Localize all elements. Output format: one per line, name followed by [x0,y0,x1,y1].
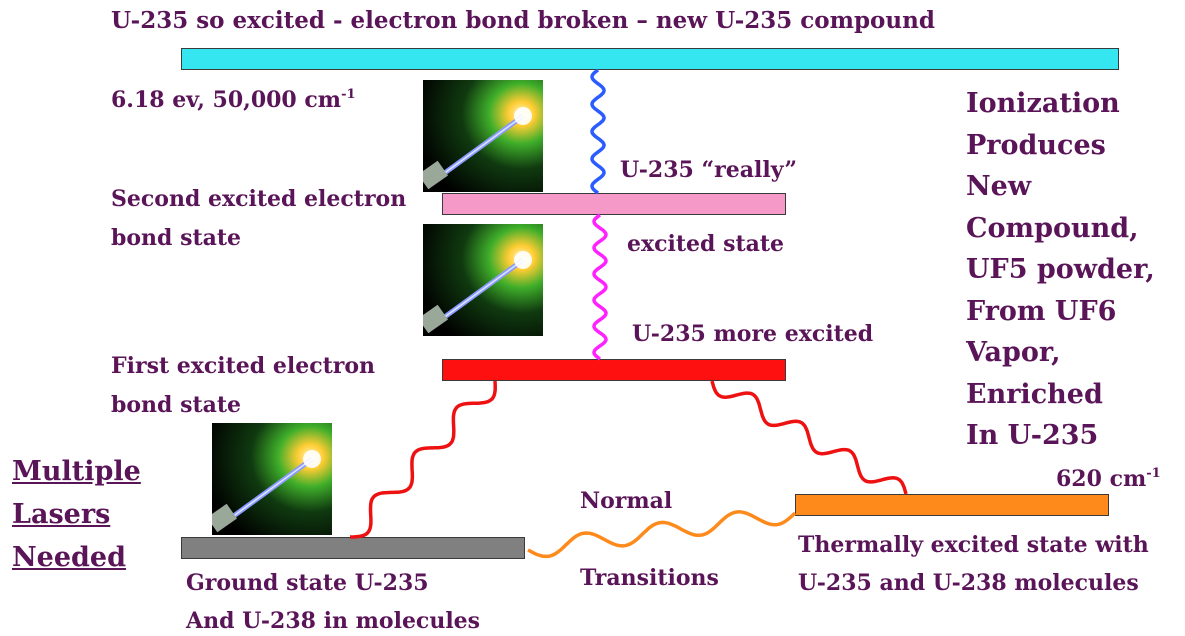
ground-state-label-line2: And U-238 in molecules [186,608,481,634]
ionization-line: Vapor, [966,337,1061,368]
ionization-energy-label: 6.18 ev, 50,000 cm-1 [111,87,356,113]
ionization-line: Produces [966,129,1106,161]
diagram-title: U-235 so excited - electron bond broken … [111,7,935,34]
first-state-label-line2: bond state [111,392,242,418]
first-excited-level-bar [442,359,786,381]
ionization-line: In U-235 [966,420,1099,451]
normal-label: Normal [580,488,673,514]
thermal-energy-value: 620 cm [1056,466,1147,492]
ionization-line: Enriched [966,378,1103,410]
ionization-energy-unit-exponent: -1 [341,87,356,102]
transitions-label: Transitions [580,565,719,591]
thermal-state-label-line1: Thermally excited state with [798,532,1149,558]
thermal-energy-label: 620 cm-1 [1056,466,1161,492]
second-excited-level-bar [442,193,786,215]
really-label: U-235 “really” [620,157,797,183]
magenta-transition-wave [592,213,608,361]
more-excited-label: U-235 more excited [632,321,874,347]
thermal-state-label-line2: U-235 and U-238 molecules [798,570,1139,596]
ionization-line: New [966,171,1032,202]
blue-transition-wave [590,68,606,195]
multiple-lasers-line: Multiple [12,456,141,487]
ionization-line: From UF6 [966,295,1117,327]
red-right-transition-wave [710,380,908,495]
ionization-level-bar [181,48,1119,70]
laser-beam-image [212,423,332,535]
multiple-lasers-note: Multiple Lasers Needed [12,450,141,579]
multiple-lasers-line: Lasers [12,499,111,530]
first-state-label-line1: First excited electron [111,353,376,379]
orange-transition-wave [527,510,797,559]
ionization-line: UF5 powder, [966,254,1155,285]
second-state-label-line1: Second excited electron [111,186,407,212]
ionization-energy-value: 6.18 ev, 50,000 cm [111,87,342,113]
thermal-level-bar [795,494,1109,516]
laser-beam-image [423,224,543,336]
thermal-energy-unit-exponent: -1 [1146,466,1161,481]
multiple-lasers-line: Needed [12,542,126,573]
ionization-description: Ionization Produces New Compound, UF5 po… [966,83,1155,457]
excited-state-label: excited state [627,231,785,257]
second-state-label-line2: bond state [111,225,242,251]
red-left-transition-wave [350,380,497,539]
ground-state-label-line1: Ground state U-235 [186,570,429,596]
laser-beam-image [423,80,543,192]
ionization-line: Compound, [966,212,1139,244]
ionization-line: Ionization [966,88,1120,119]
